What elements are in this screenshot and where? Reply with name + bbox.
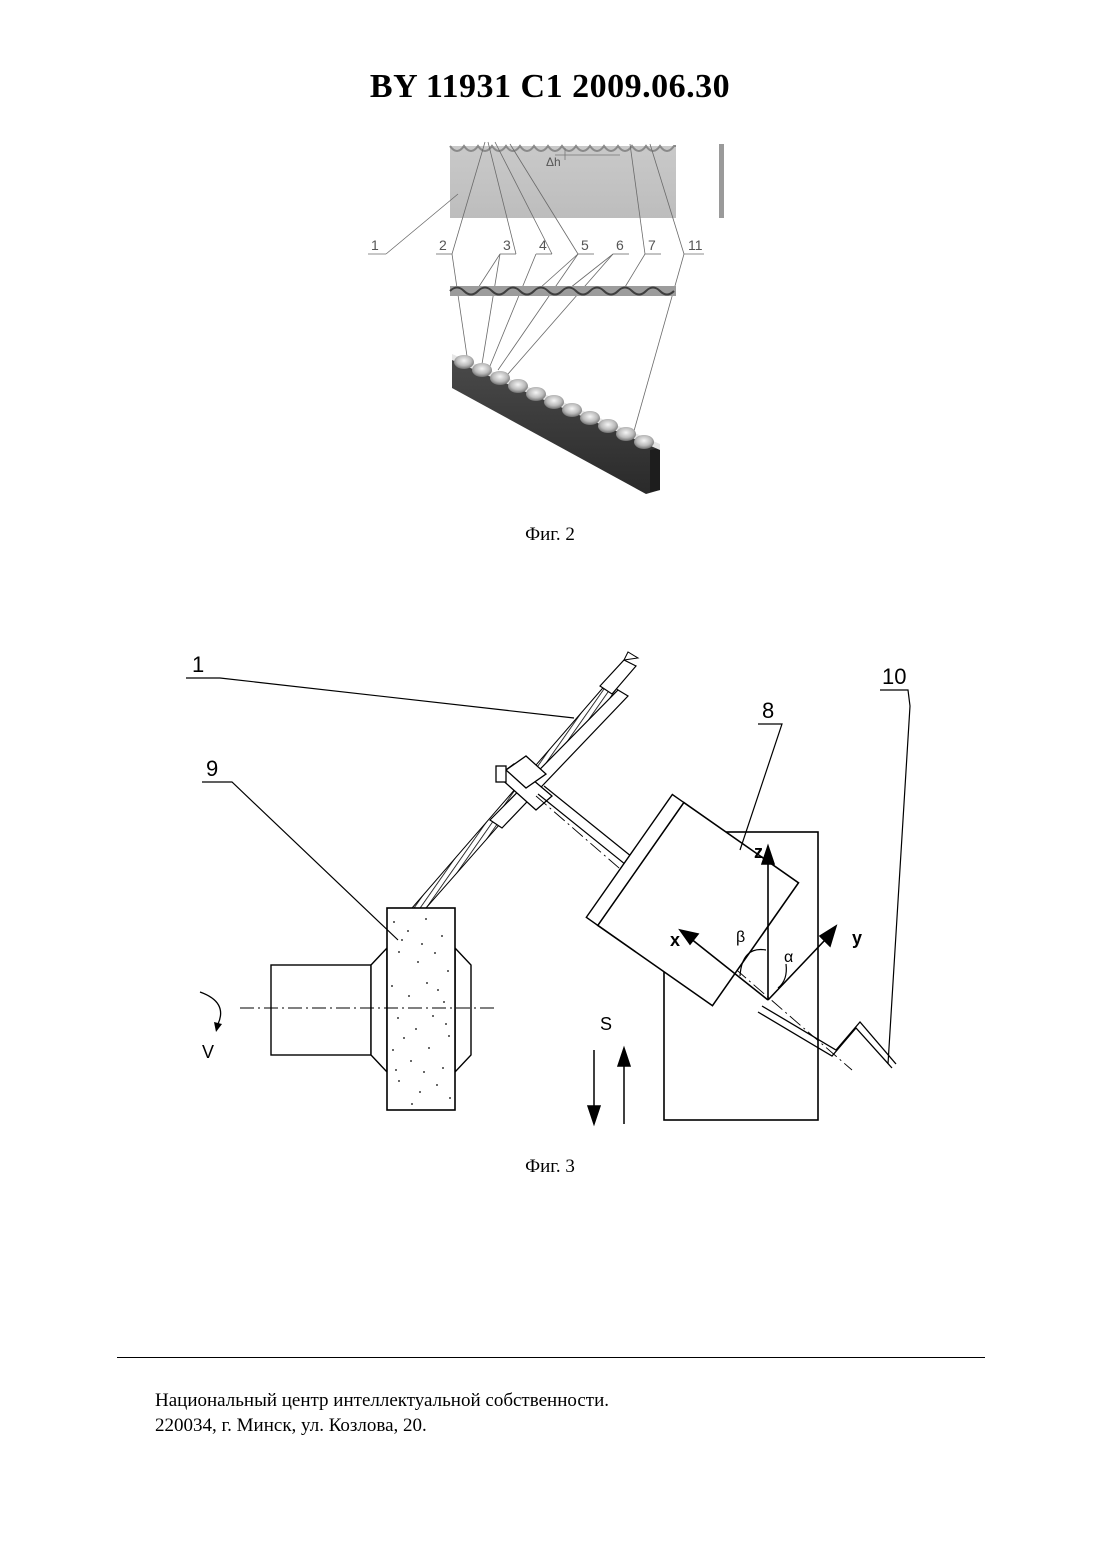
footer-divider: [117, 1357, 985, 1358]
label-4: 4: [539, 237, 547, 253]
rotation-label-v: V: [202, 1042, 214, 1062]
label-1: 1: [371, 237, 379, 253]
feed-label-s: S: [600, 1014, 612, 1034]
axis-label-z: z: [754, 842, 763, 862]
angle-label-beta: β: [736, 929, 745, 946]
rotation-arrow: [200, 992, 222, 1032]
angle-label-alpha: α: [784, 949, 793, 966]
angle-arcs: [740, 950, 786, 988]
footer-organization: Национальный центр интеллектуальной собс…: [155, 1388, 609, 1413]
blade-3d-view: [452, 354, 660, 494]
figure-2-drawing: Δh 1 2 3 4 5 6 7 11: [360, 128, 740, 500]
feed-arrows: [588, 1048, 630, 1124]
middle-profile-strip: [450, 286, 676, 296]
part-label-1: 1: [192, 652, 204, 677]
part-label-9: 9: [206, 756, 218, 781]
figure-2-caption: Фиг. 2: [0, 524, 1100, 546]
label-7: 7: [648, 237, 656, 253]
axis-label-x: x: [670, 930, 680, 950]
holder-block: [586, 794, 798, 1005]
footer-address: 220034, г. Минск, ул. Козлова, 20.: [155, 1413, 609, 1438]
guide-rail: [758, 1006, 896, 1068]
grinding-wheel: [387, 908, 455, 1110]
patent-header: BY 11931 C1 2009.06.30: [0, 68, 1100, 106]
label-2: 2: [439, 237, 447, 253]
label-3: 3: [503, 237, 511, 253]
side-profile: [719, 144, 724, 218]
figure-2-labels: 1 2 3 4 5 6 7 11: [371, 237, 703, 253]
label-11: 11: [688, 237, 703, 253]
top-view-strip: Δh: [450, 146, 676, 218]
axis-label-y: y: [852, 928, 862, 948]
figure-3-drawing: V z y x β α: [180, 640, 920, 1130]
label-6: 6: [616, 237, 624, 253]
part-label-8: 8: [762, 698, 774, 723]
footer: Национальный центр интеллектуальной собс…: [155, 1388, 609, 1438]
label-5: 5: [581, 237, 589, 253]
figure-3-caption: Фиг. 3: [0, 1156, 1100, 1178]
part-label-10: 10: [882, 664, 906, 689]
delta-h-label: Δh: [546, 155, 561, 169]
